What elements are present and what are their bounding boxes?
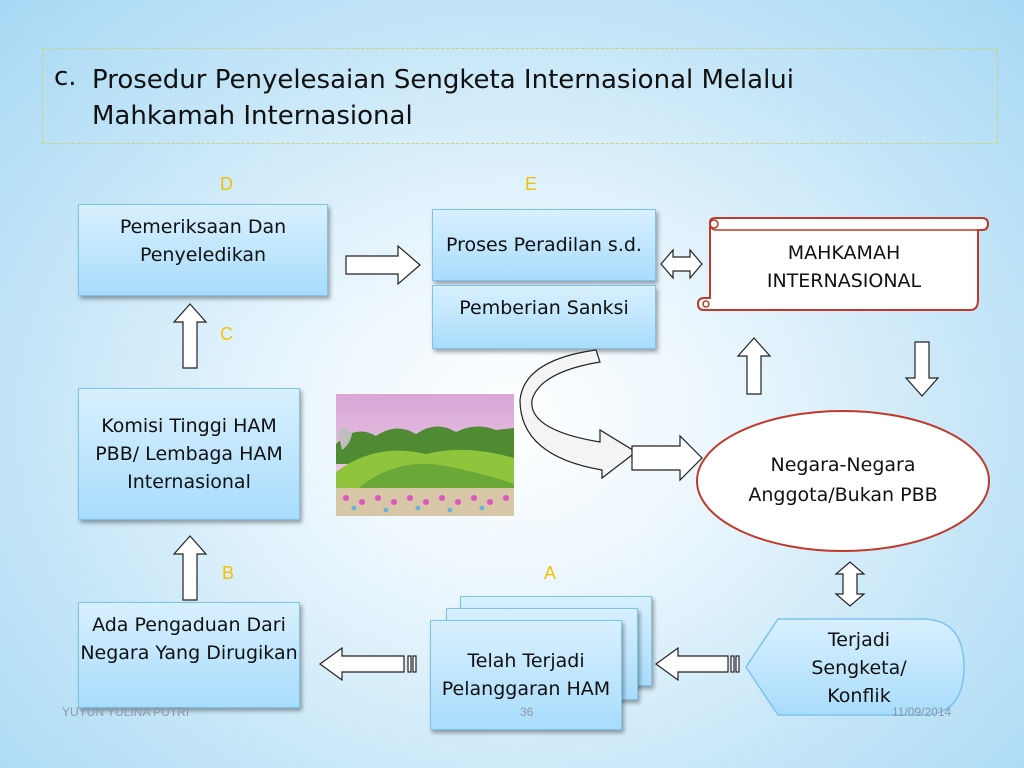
- landscape-picture: [336, 394, 514, 516]
- arrow-right-to-proses: [345, 244, 421, 286]
- arrow-up-to-mahkamah: [736, 337, 772, 395]
- box-pemberian-sanksi: Pemberian Sanksi: [432, 285, 656, 349]
- box-pemeriksaan: Pemeriksaan Dan Penyeledikan: [78, 204, 328, 296]
- title-line-2: Mahkamah Internasional: [92, 101, 413, 131]
- sengketa-text: Terjadi Sengketa/ Konflik: [811, 629, 907, 707]
- title-frame: [42, 48, 998, 144]
- box-pengaduan: Ada Pengaduan Dari Negara Yang Dirugikan: [78, 602, 300, 708]
- title-line-1: Prosedur Penyelesaian Sengketa Internasi…: [92, 65, 794, 95]
- label-d: D: [220, 174, 233, 194]
- arrow-up-to-komisi: [172, 535, 208, 601]
- box-proses-peradilan: Proses Peradilan s.d.: [432, 209, 656, 281]
- arrow-down-to-negara: [904, 341, 940, 397]
- title-letter: c.: [54, 62, 77, 92]
- footer-date: 11/09/2014: [892, 705, 952, 719]
- arrow-curved-to-negara: [519, 349, 638, 480]
- arrow-right-to-negara: [631, 434, 703, 482]
- mahkamah-scroll: [696, 217, 990, 311]
- label-b: B: [222, 563, 235, 583]
- label-a: A: [544, 563, 557, 583]
- mahkamah-text: MAHKAMAH INTERNASIONAL: [766, 242, 922, 292]
- arrow-up-to-pemeriksaan: [172, 303, 208, 369]
- arrow-left-to-pelanggaran: [654, 646, 729, 682]
- footer-author: YUYUN YULINA PUTRI: [62, 705, 190, 719]
- negara-text: Negara-Negara Anggota/Bukan PBB: [748, 454, 938, 506]
- arrow-left-to-pengaduan: [318, 646, 405, 682]
- negara-ellipse: [696, 410, 990, 552]
- sengketa-shape: [745, 618, 965, 716]
- box-komisi-ham: Komisi Tinggi HAM PBB/ Lembaga HAM Inter…: [78, 388, 300, 520]
- footer-page-number: 36: [520, 705, 534, 719]
- label-e: E: [525, 174, 538, 194]
- label-c: C: [220, 324, 233, 344]
- arrow-double-negara-sengketa: [834, 561, 866, 607]
- arrow-double-proses-mahkamah: [660, 248, 703, 280]
- box-pelanggaran-ham: Telah Terjadi Pelanggaran HAM: [430, 620, 622, 730]
- page-title: Prosedur Penyelesaian Sengketa Internasi…: [92, 62, 972, 134]
